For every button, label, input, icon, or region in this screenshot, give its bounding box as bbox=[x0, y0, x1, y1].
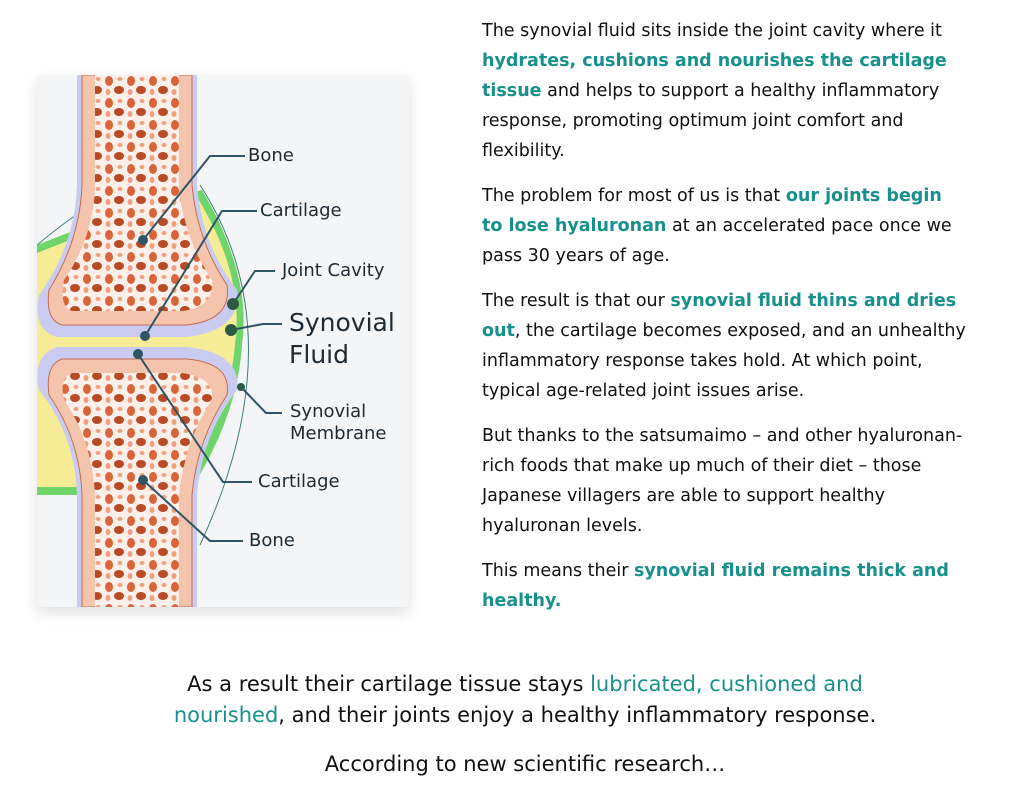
text: This means their bbox=[482, 561, 634, 581]
highlight: synovial fluid thins and dries out bbox=[482, 291, 957, 341]
highlight: lubricated, cushioned and nourished bbox=[173, 672, 863, 727]
text: , and their joints enjoy a healthy infla… bbox=[278, 703, 877, 727]
paragraph: This means their synovial fluid remains … bbox=[482, 556, 967, 616]
paragraph: The problem for most of us is that our j… bbox=[482, 181, 967, 271]
paragraph: But thanks to the satsumaimo – and other… bbox=[482, 421, 967, 541]
text: at an accelerated pace once we pass 30 y… bbox=[482, 216, 952, 266]
paragraph: The result is that our synovial fluid th… bbox=[482, 286, 967, 406]
text: But thanks to the satsumaimo – and other… bbox=[482, 426, 963, 536]
text: The result is that our bbox=[482, 291, 671, 311]
label-synovial-fluid: Synovial Fluid bbox=[289, 307, 395, 371]
text: , the cartilage becomes exposed, and an … bbox=[482, 321, 966, 401]
label-synovial-fluid-line1: Synovial bbox=[289, 308, 395, 337]
paragraph: The synovial fluid sits inside the joint… bbox=[482, 16, 967, 166]
text: and helps to support a healthy inflammat… bbox=[482, 81, 940, 161]
closing-line: According to new scientific research… bbox=[324, 752, 726, 776]
synovial-joint-illustration bbox=[37, 75, 282, 607]
text: As a result their cartilage tissue stays bbox=[187, 672, 591, 696]
label-cartilage-top: Cartilage bbox=[260, 200, 342, 221]
highlight: our joints begin to lose hyaluronan bbox=[482, 186, 942, 236]
label-synovial-membrane: Synovial Membrane bbox=[290, 401, 386, 445]
label-bone-top: Bone bbox=[248, 145, 294, 166]
highlight: synovial fluid remains thick and healthy… bbox=[482, 561, 949, 611]
text: The problem for most of us is that bbox=[482, 186, 786, 206]
conclusion-text: As a result their cartilage tissue stays… bbox=[160, 669, 890, 731]
joint-diagram: Bone Cartilage Joint Cavity Synovial Flu… bbox=[37, 75, 409, 607]
label-membrane-line2: Membrane bbox=[290, 423, 387, 444]
label-bone-bottom: Bone bbox=[249, 530, 295, 551]
label-joint-cavity: Joint Cavity bbox=[282, 260, 385, 281]
label-cartilage-bottom: Cartilage bbox=[258, 471, 340, 492]
label-synovial-fluid-line2: Fluid bbox=[289, 340, 349, 369]
highlight: hydrates, cushions and nourishes the car… bbox=[482, 51, 947, 101]
text: The synovial fluid sits inside the joint… bbox=[482, 21, 942, 41]
label-membrane-line1: Synovial bbox=[290, 401, 367, 422]
article-text-column: The synovial fluid sits inside the joint… bbox=[482, 16, 967, 631]
